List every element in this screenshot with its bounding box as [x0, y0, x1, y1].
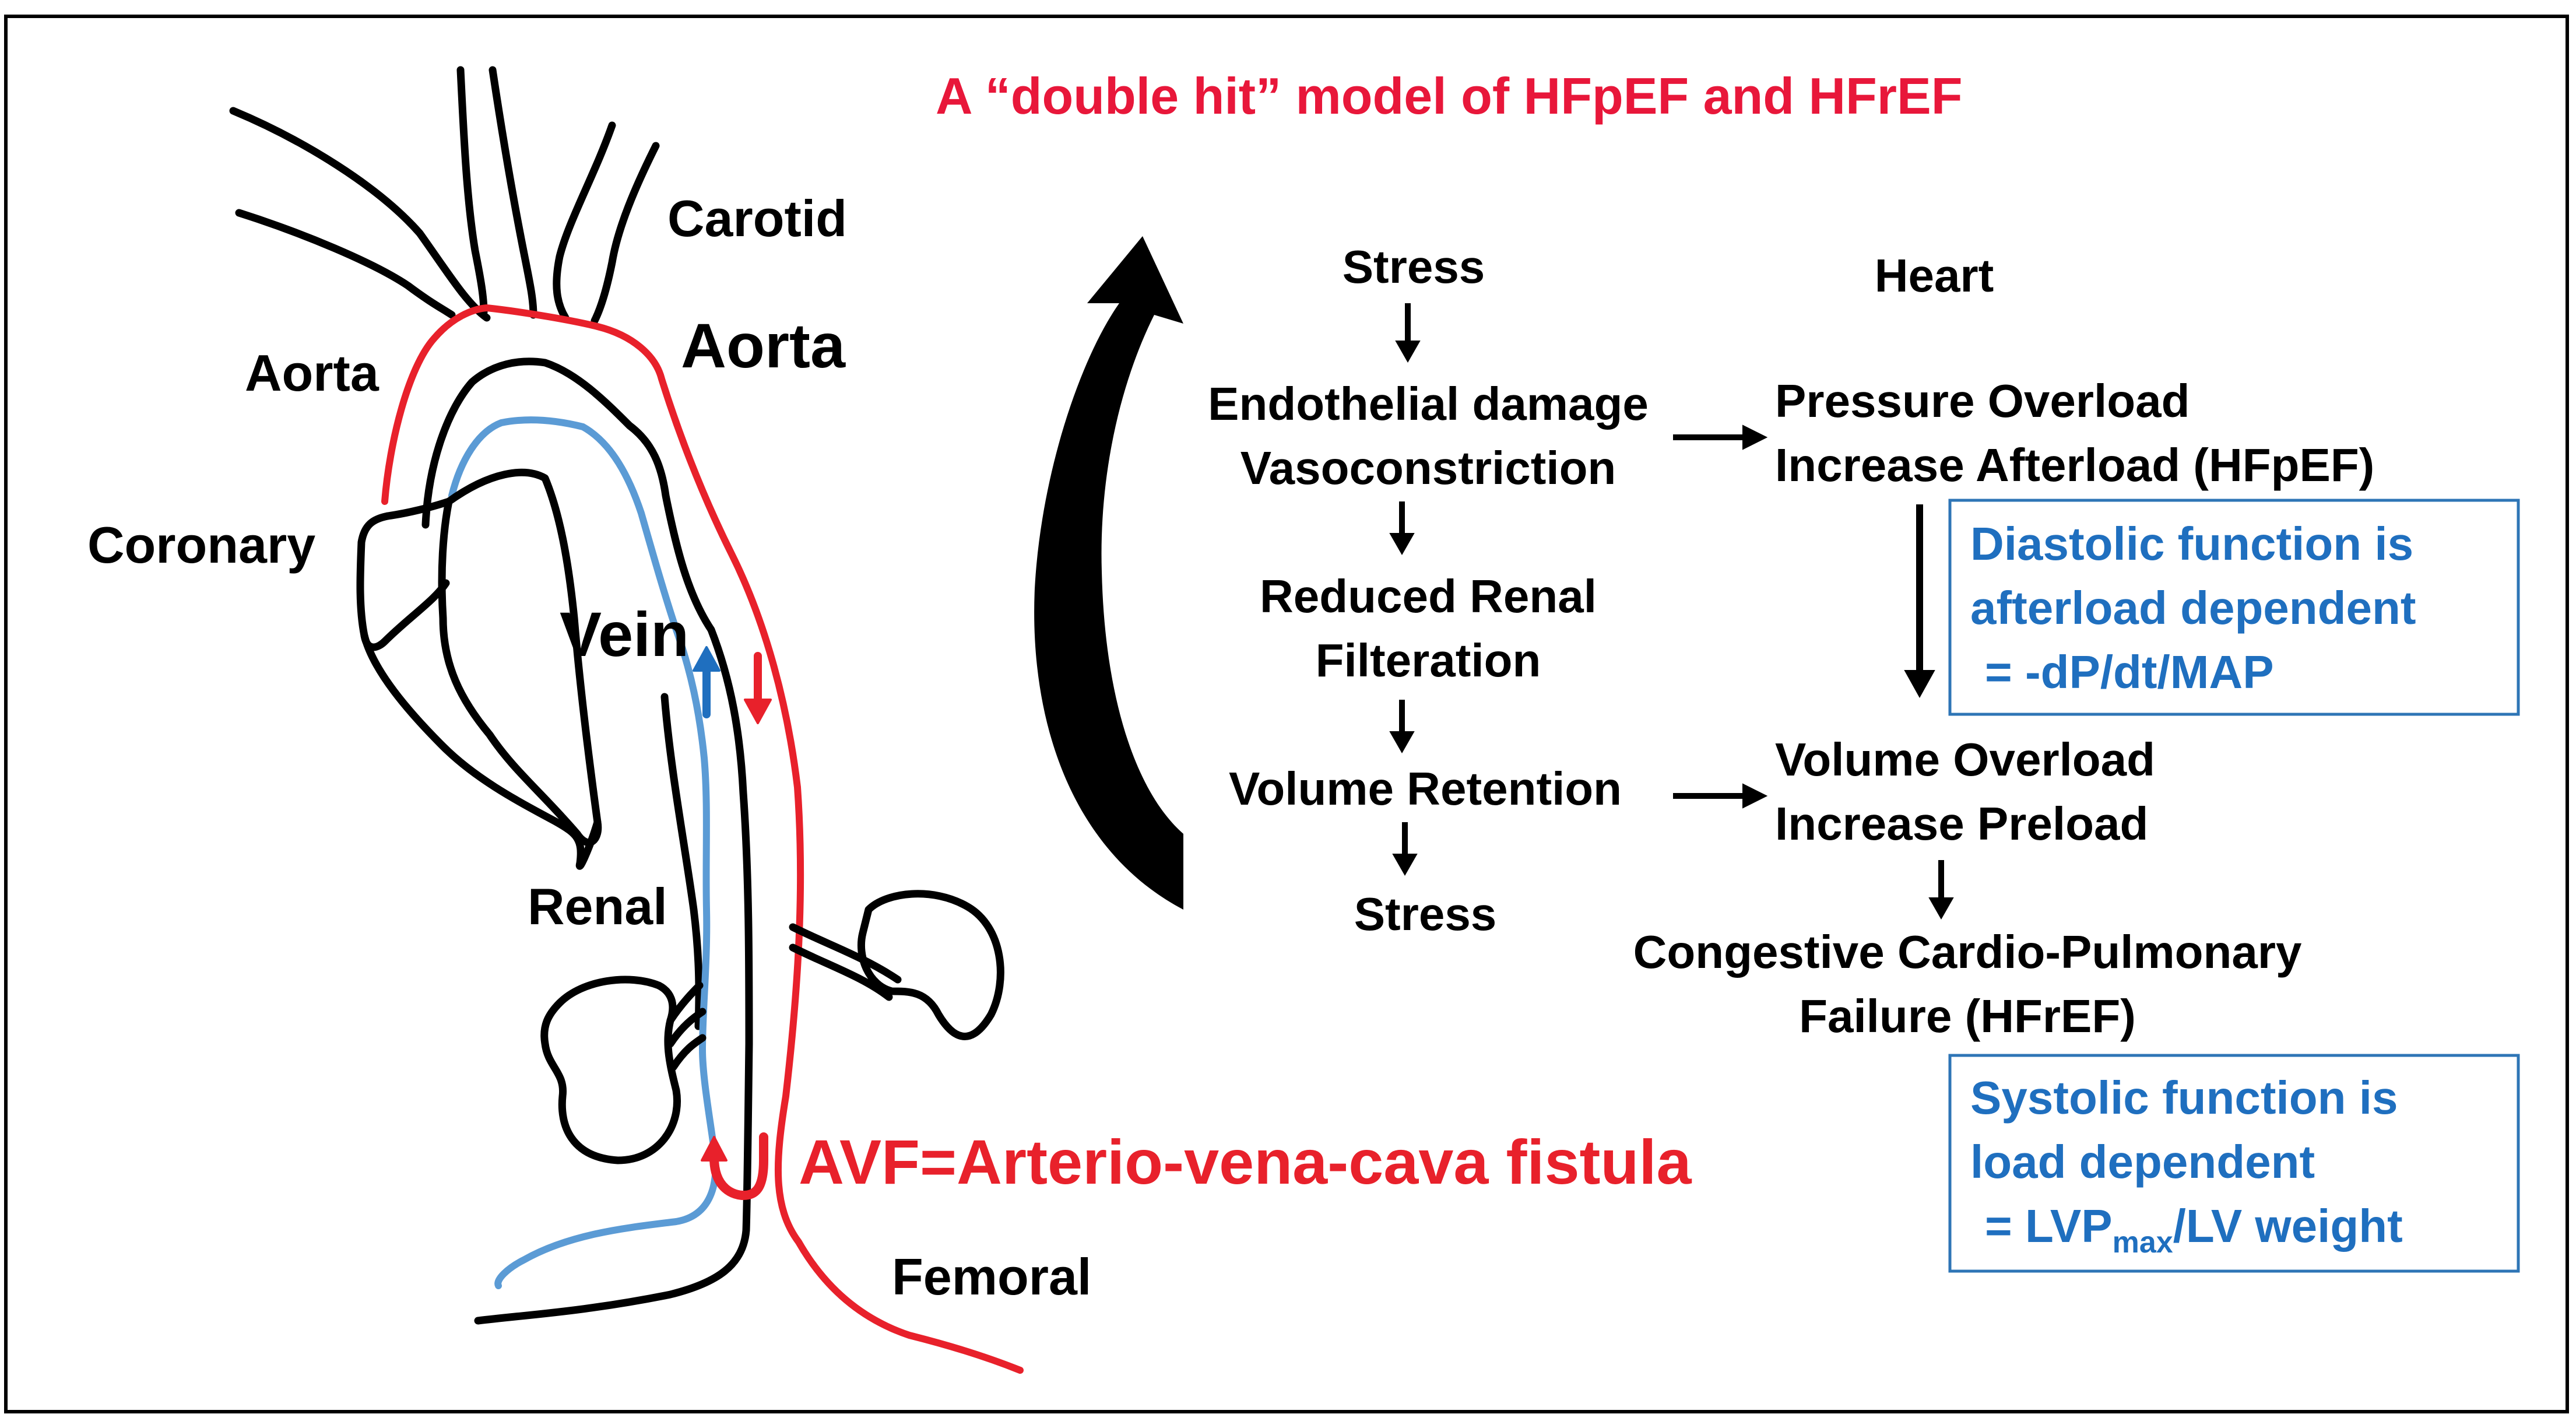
avf-fistula-arrow: [701, 1132, 768, 1200]
diastolic-line2: afterload dependent: [1970, 582, 2416, 634]
flow-volume-line2: Increase Preload: [1775, 798, 2148, 850]
label-aorta-left: Aorta: [245, 344, 379, 402]
cycle-arrow: [1034, 236, 1183, 910]
systolic-note-box: [1948, 1054, 2520, 1273]
anatomy-labels: Carotid Aorta Aorta Coronary Vein Renal …: [87, 190, 1692, 1306]
aorta-outer-wall: [381, 304, 1024, 1374]
label-renal: Renal: [528, 878, 667, 935]
label-vein: Vein: [560, 599, 689, 669]
systolic-note: Systolic function is load dependent = LV…: [1948, 1054, 2520, 1273]
neck-vessels: [229, 66, 660, 325]
flow-congestive-line2: Failure (HFrEF): [1799, 990, 2136, 1042]
flow-volume-line1: Volume Overload: [1775, 734, 2155, 785]
label-carotid: Carotid: [667, 190, 847, 247]
heart: [356, 468, 602, 870]
flow-stress-bottom: Stress: [1354, 888, 1497, 940]
systolic-line2: load dependent: [1970, 1136, 2315, 1188]
figure-border: [4, 15, 2569, 1413]
label-coronary: Coronary: [87, 516, 315, 574]
vein-flow-arrowhead: [693, 646, 721, 672]
systolic-line3-prefix: = LVP: [1985, 1200, 2113, 1252]
diastolic-line1: Diastolic function is: [1970, 518, 2413, 570]
systolic-line1: Systolic function is: [1970, 1072, 2398, 1124]
artery-flow-arrowhead: [744, 699, 772, 724]
anatomy-drawing: [229, 66, 1024, 1374]
diastolic-note-box: [1948, 499, 2520, 716]
systolic-line3: = LVPmax/LV weight: [1985, 1200, 2403, 1259]
flow-endothelial-line2: Vasoconstriction: [1240, 442, 1616, 494]
flow-arrows-anatomy: [693, 646, 772, 724]
flow-volume-retention: Volume Retention: [1229, 763, 1622, 815]
flow-endothelial-line1: Endothelial damage: [1208, 378, 1649, 430]
flow-stress-top: Stress: [1343, 241, 1485, 293]
aorta-left-wall: [660, 693, 703, 1030]
label-femoral: Femoral: [892, 1248, 1091, 1306]
label-avf: AVF=Arterio-vena-cava fistula: [799, 1127, 1692, 1197]
flow-chart: Stress Endothelial damage Vasoconstricti…: [1208, 241, 2374, 1042]
systolic-line3-sub: max: [2113, 1226, 2173, 1259]
systolic-line3-suffix: /LV weight: [2173, 1200, 2403, 1252]
flow-heart: Heart: [1875, 250, 1994, 301]
flow-pressure-line1: Pressure Overload: [1775, 375, 2190, 427]
flow-renal-line1: Reduced Renal: [1260, 570, 1597, 622]
flow-congestive-line1: Congestive Cardio-Pulmonary: [1633, 926, 2302, 978]
label-aorta-right: Aorta: [681, 310, 846, 381]
figure-title: A “double hit” model of HFpEF and HFrEF: [936, 67, 1963, 125]
flow-arrows: [1389, 303, 1954, 920]
vena-cava: [448, 416, 719, 1289]
aorta-inner-wall: [421, 357, 753, 1325]
flow-renal-line2: Filteration: [1316, 634, 1541, 686]
diastolic-line3: = -dP/dt/MAP: [1985, 646, 2274, 698]
diastolic-note: Diastolic function is afterload dependen…: [1948, 499, 2520, 716]
kidneys: [540, 890, 1004, 1164]
flow-pressure-line2: Increase Afterload (HFpEF): [1775, 439, 2374, 491]
